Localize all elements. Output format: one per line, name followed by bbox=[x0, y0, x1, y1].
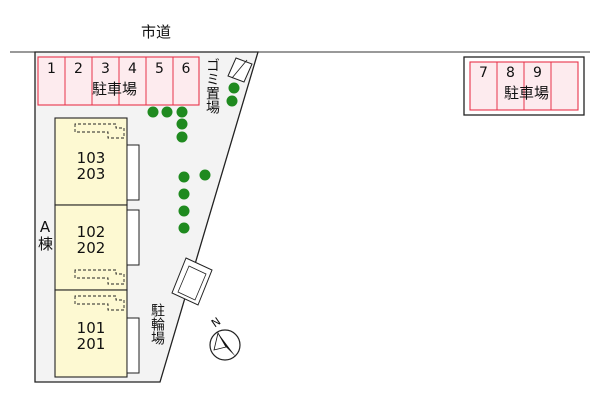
parking-space-3: 3 bbox=[101, 61, 110, 77]
unit-lower: 202 bbox=[76, 239, 106, 257]
compass-icon bbox=[209, 329, 241, 361]
unit-upper: 101 bbox=[76, 319, 106, 337]
tree bbox=[176, 118, 188, 130]
parking-space-5: 5 bbox=[155, 61, 164, 77]
unit-102-202: 102 202 bbox=[55, 224, 127, 256]
tree bbox=[176, 131, 188, 143]
parking-space-2: 2 bbox=[74, 61, 83, 77]
parking-space-9: 9 bbox=[533, 65, 542, 81]
road-label: 市道 bbox=[141, 23, 172, 41]
tree bbox=[161, 106, 173, 118]
tree bbox=[199, 169, 211, 181]
parking-space-6: 6 bbox=[181, 61, 191, 77]
tree bbox=[176, 106, 188, 118]
bicycle-label: 駐輪場 bbox=[149, 303, 165, 345]
tree bbox=[178, 171, 190, 183]
parking-space-1: 1 bbox=[47, 61, 56, 77]
unit-upper: 102 bbox=[76, 223, 106, 241]
tree bbox=[178, 205, 190, 217]
bicycle-parking bbox=[171, 257, 213, 306]
tree bbox=[226, 95, 238, 107]
building-label: A棟 bbox=[36, 218, 54, 251]
parking-space-7: 7 bbox=[479, 65, 488, 81]
unit-lower: 203 bbox=[76, 165, 106, 183]
parking-space-8: 8 bbox=[506, 65, 515, 81]
parking-side-label: 駐車場 bbox=[504, 84, 550, 102]
trees bbox=[147, 82, 240, 234]
unit-101-201: 101 201 bbox=[55, 320, 127, 352]
garbage-label: ゴミ置場 bbox=[204, 58, 220, 114]
building-a bbox=[54, 117, 140, 378]
parking-main-label: 駐車場 bbox=[92, 80, 138, 98]
parking-space-4: 4 bbox=[128, 61, 137, 77]
unit-lower: 201 bbox=[76, 335, 106, 353]
tree bbox=[147, 106, 159, 118]
parking-side bbox=[469, 61, 579, 111]
unit-103-203: 103 203 bbox=[55, 150, 127, 182]
garbage-area bbox=[227, 57, 253, 83]
tree bbox=[178, 188, 190, 200]
tree bbox=[228, 82, 240, 94]
unit-upper: 103 bbox=[76, 149, 106, 167]
parking-main bbox=[37, 56, 200, 106]
tree bbox=[178, 222, 190, 234]
